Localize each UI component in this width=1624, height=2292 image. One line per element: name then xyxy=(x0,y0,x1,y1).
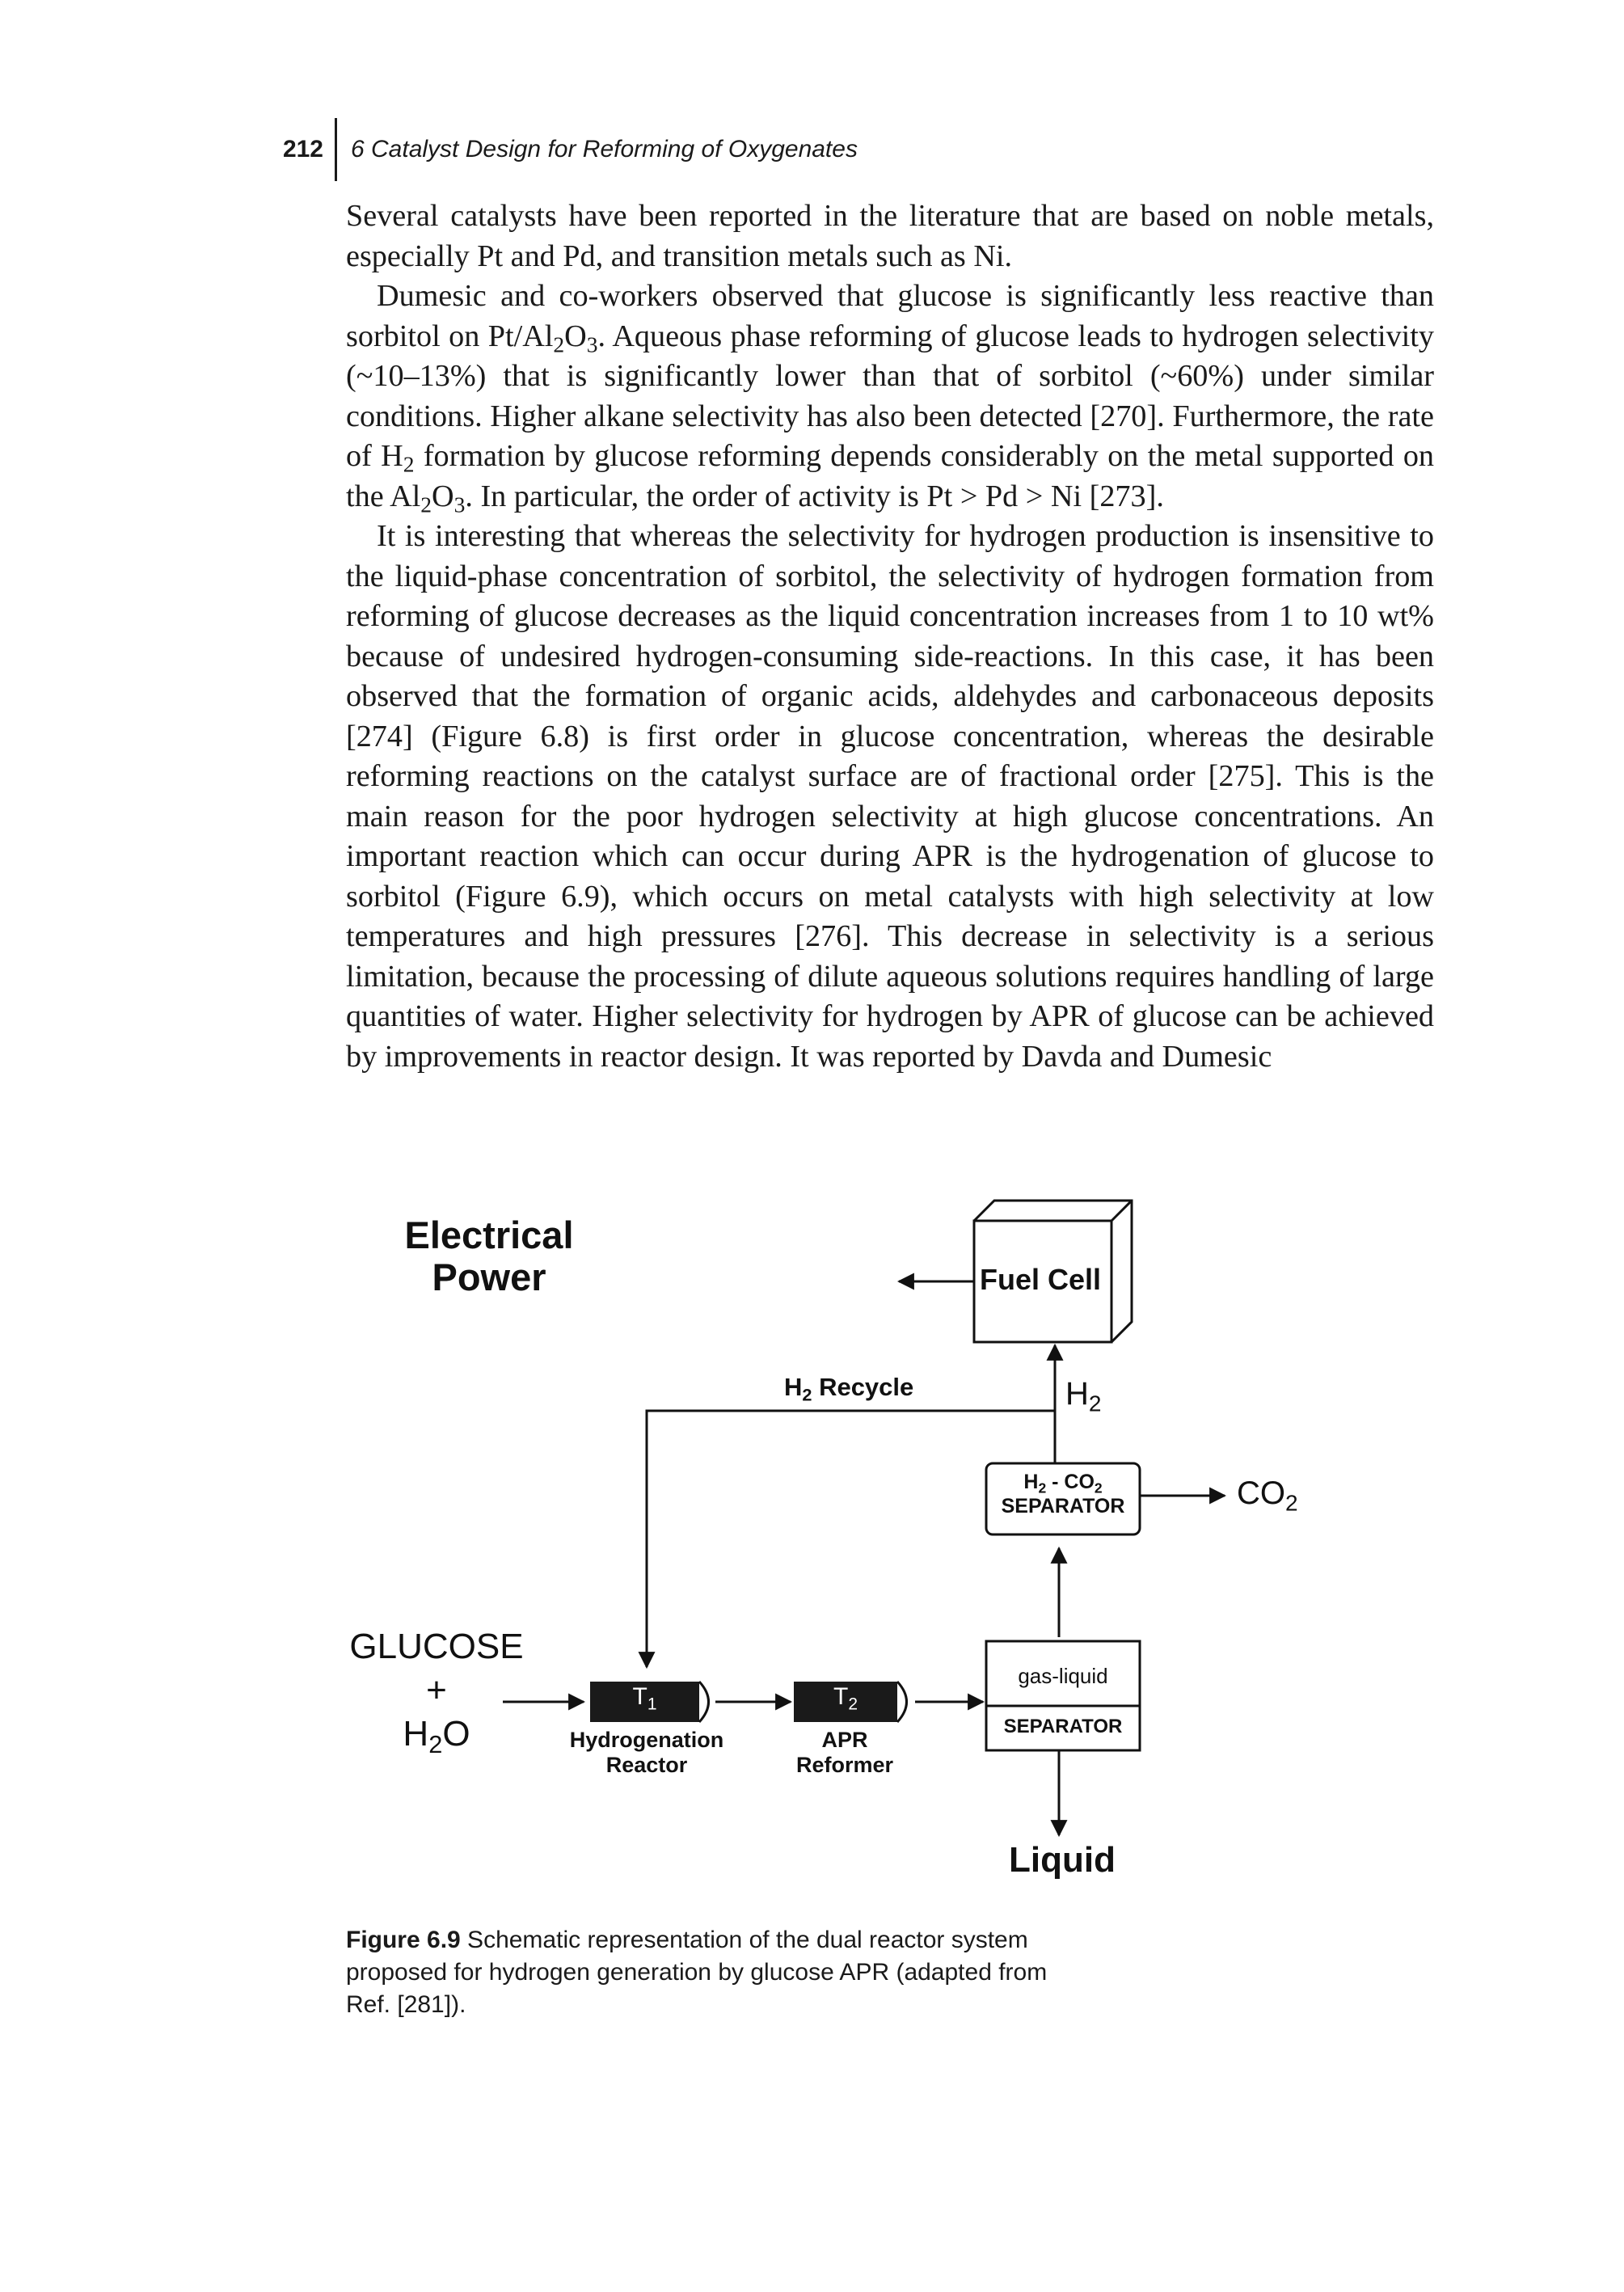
diagram-graphics xyxy=(503,1199,1227,1838)
apr-reformer-label: APR Reformer xyxy=(776,1728,913,1778)
paragraph-2: Dumesic and co-workers observed that glu… xyxy=(346,276,1434,517)
running-header: 212 6 Catalyst Design for Reforming of O… xyxy=(251,118,1463,181)
subscript: 2 xyxy=(802,1384,812,1405)
subscript: 2 xyxy=(1088,1391,1102,1416)
text-run: formation by glucose reforming depends c… xyxy=(346,439,1435,513)
gas-liquid-text: gas-liquid xyxy=(1018,1664,1108,1688)
liquid-label: Liquid xyxy=(1009,1840,1116,1880)
paragraph-1: Several catalysts have been reported in … xyxy=(346,199,1434,273)
subscript: 2 xyxy=(848,1695,858,1714)
caption-text: Schematic representation of the dual rea… xyxy=(346,1927,1048,2018)
text-run: H xyxy=(1023,1471,1039,1493)
feed-label: GLUCOSE + H2O xyxy=(340,1625,534,1759)
subscript: 3 xyxy=(453,492,466,517)
text-run: Reactor xyxy=(605,1753,688,1777)
text-run: SEPARATOR xyxy=(1001,1495,1125,1517)
h2-co2-separator-label: H2 - CO2 SEPARATOR xyxy=(986,1470,1140,1518)
fuel-cell-label: Fuel Cell xyxy=(980,1263,1102,1296)
text-run: O xyxy=(442,1714,470,1754)
text-run: CO xyxy=(1237,1475,1285,1511)
t1-reactor xyxy=(590,1680,710,1724)
text-run: Reformer xyxy=(795,1753,894,1777)
text-run: . Aqueous phase reforming of glucose lea… xyxy=(346,319,1434,474)
t2-label: T2 xyxy=(794,1683,897,1714)
text-run: O xyxy=(564,319,587,353)
text-run: T xyxy=(833,1683,849,1710)
gas-liquid-separator-box xyxy=(985,1640,1141,1752)
t2-reactor xyxy=(794,1680,908,1724)
electrical-power-label: Electrical Power xyxy=(392,1214,586,1298)
text-run: H xyxy=(784,1373,803,1401)
paragraph-3: It is interesting that whereas the selec… xyxy=(346,519,1434,1074)
text-run: - CO xyxy=(1046,1471,1095,1493)
text-run: H xyxy=(1065,1376,1089,1412)
subscript: 1 xyxy=(647,1695,657,1714)
h2-recycle-line xyxy=(638,1409,1055,1669)
subscript: 2 xyxy=(420,492,432,517)
text-run: APR xyxy=(821,1728,868,1752)
separator-text: SEPARATOR xyxy=(1003,1716,1123,1737)
figure-label: Figure 6.9 xyxy=(346,1927,461,1953)
text-run: H xyxy=(403,1714,429,1754)
hydrogenation-reactor-label: Hydrogenation Reactor xyxy=(546,1728,748,1778)
chapter-title: 6 Catalyst Design for Reforming of Oxyge… xyxy=(351,136,858,163)
h2-label: H2 xyxy=(1065,1376,1101,1415)
co2-label: CO2 xyxy=(1237,1475,1298,1516)
t1-label: T1 xyxy=(590,1683,699,1714)
subscript: 2 xyxy=(403,451,415,477)
subscript: 2 xyxy=(428,1730,443,1759)
text-run: T xyxy=(632,1683,647,1710)
plus-text: + xyxy=(426,1670,447,1710)
header-divider xyxy=(335,118,337,181)
figure-caption: Figure 6.9 Schematic representation of t… xyxy=(346,1924,1074,2021)
text-run: Recycle xyxy=(812,1373,914,1401)
subscript: 3 xyxy=(586,331,598,357)
body-text: Several catalysts have been reported in … xyxy=(346,196,1434,1077)
glucose-text: GLUCOSE xyxy=(349,1627,524,1666)
text-run: O xyxy=(432,479,454,513)
text-run: Dumesic and co-workers observed that glu… xyxy=(346,279,1434,353)
text-run: Hydrogenation xyxy=(569,1728,724,1752)
subscript: 2 xyxy=(1038,1479,1047,1496)
h2-co2-separator-box xyxy=(985,1462,1141,1536)
h2-recycle-label: H2 Recycle xyxy=(784,1373,914,1405)
text-run: . In particular, the order of activity i… xyxy=(465,479,1164,513)
power-text: Power xyxy=(432,1256,546,1298)
process-diagram: Electrical Power Fuel Cell H2 Recycle H2… xyxy=(323,1164,1342,1908)
subscript: 2 xyxy=(1285,1490,1298,1516)
subscript: 2 xyxy=(1094,1479,1103,1496)
subscript: 2 xyxy=(553,331,565,357)
page-number: 212 xyxy=(282,136,323,163)
electrical-text: Electrical xyxy=(404,1214,574,1256)
